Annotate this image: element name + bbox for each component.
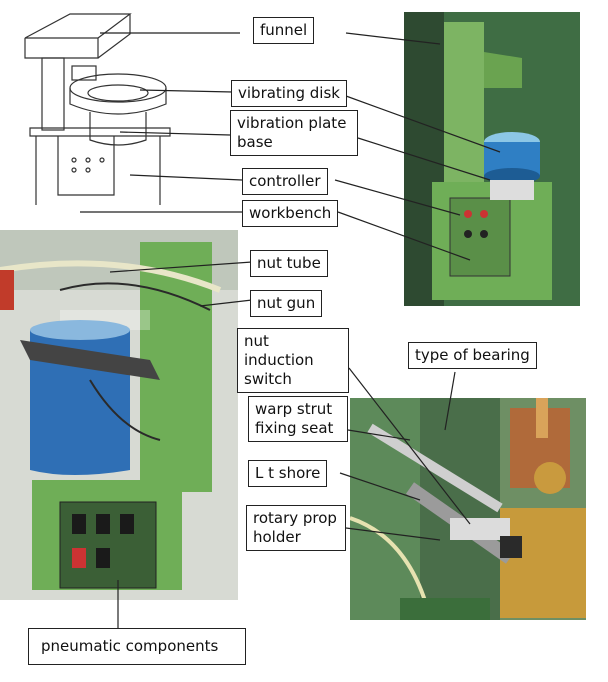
- label-nut-tube: nut tube: [250, 250, 328, 277]
- label-l-t-shore: L t shore: [248, 460, 328, 487]
- label-workbench: workbench: [242, 200, 339, 227]
- bearing-fixture-photo: [350, 398, 586, 620]
- label-nut-induction-switch: nut induction switch: [237, 328, 349, 393]
- label-nut-gun: nut gun: [250, 290, 323, 317]
- label-vibrating-disk: vibrating disk: [231, 80, 347, 107]
- label-pneumatic-components: pneumatic components: [28, 628, 246, 665]
- label-warp-strut-fixing-seat: warp strut fixing seat: [248, 396, 348, 442]
- nut-feeder-photo: [0, 230, 238, 600]
- label-rotary-prop-holder: rotary prop holder: [246, 505, 346, 551]
- label-type-of-bearing: type of bearing: [408, 342, 537, 369]
- label-controller: controller: [242, 168, 328, 195]
- feeder-photo: [404, 12, 580, 306]
- feeder-line-drawing: [10, 0, 215, 205]
- label-vibration-plate-base: vibration plate base: [230, 110, 358, 156]
- label-funnel: funnel: [253, 17, 315, 44]
